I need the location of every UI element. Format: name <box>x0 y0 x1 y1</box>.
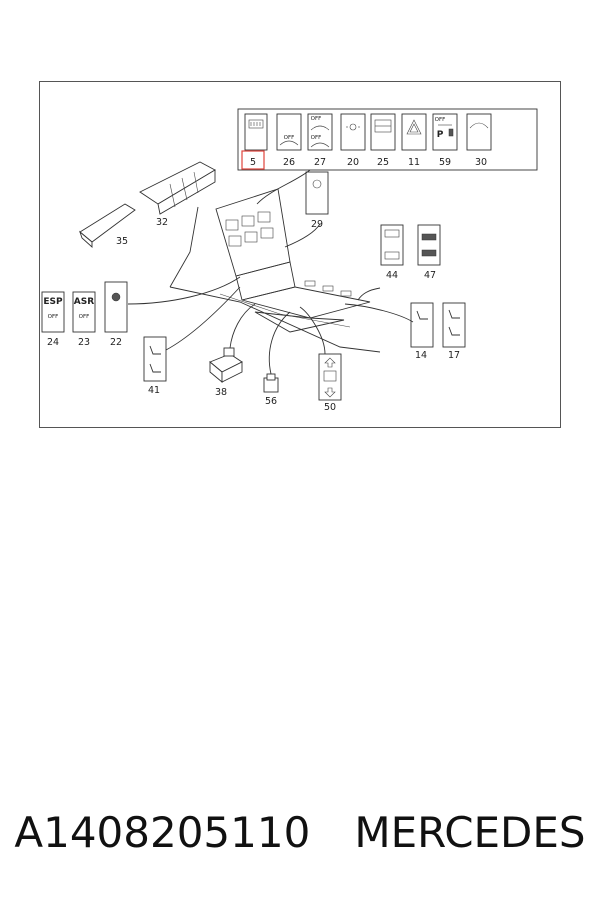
switch-59[interactable]: OFF P 59 <box>432 113 458 168</box>
car-roof-icon <box>469 122 489 129</box>
parts-diagram: 5 OFF 26 OFF OFF 27 20 25 11 <box>41 108 538 413</box>
svg-text:OFF: OFF <box>284 135 295 141</box>
dial-icon <box>312 179 322 189</box>
top-switch-panel <box>237 108 538 171</box>
switch-27[interactable]: OFF OFF 27 <box>307 113 333 168</box>
switch-41[interactable]: 41 <box>143 336 167 396</box>
label-35: 35 <box>116 236 128 247</box>
switch-22[interactable]: 22 <box>104 281 128 348</box>
switch-11[interactable]: 11 <box>401 113 427 168</box>
seat-heat-icon <box>149 345 161 355</box>
label-47: 47 <box>424 270 436 281</box>
seat-icon <box>448 309 460 319</box>
svg-text:P: P <box>437 130 444 140</box>
switch-23-asr[interactable]: ASR OFF 23 <box>72 291 96 348</box>
switch-26[interactable]: OFF 26 <box>276 113 302 168</box>
svg-text:ASR: ASR <box>74 297 94 307</box>
diagram-frame: 5 OFF 26 OFF OFF 27 20 25 11 <box>39 81 561 428</box>
icon <box>384 229 400 238</box>
fan-icon <box>111 292 121 302</box>
part-35[interactable]: 35 <box>79 203 136 249</box>
switch-30[interactable]: 30 <box>466 113 492 168</box>
svg-text:OFF: OFF <box>48 314 59 320</box>
label-56: 56 <box>265 396 277 407</box>
label-59: 59 <box>439 157 451 168</box>
svg-text:ESP: ESP <box>43 297 63 307</box>
seat-icon <box>416 310 428 320</box>
label-44: 44 <box>386 270 398 281</box>
label-32: 32 <box>156 217 168 228</box>
label-20: 20 <box>347 157 359 168</box>
svg-text:OFF: OFF <box>311 116 322 122</box>
svg-text:OFF: OFF <box>311 135 322 141</box>
car-icon <box>310 142 330 148</box>
label-25: 25 <box>377 157 389 168</box>
switch-29[interactable]: 29 <box>305 171 329 230</box>
part-32[interactable]: 32 <box>139 161 216 228</box>
icon <box>421 249 437 257</box>
seat-icon <box>448 326 460 336</box>
label-11: 11 <box>408 157 420 168</box>
switch-24-esp[interactable]: ESP OFF 24 <box>41 291 65 348</box>
leader-lines <box>127 169 414 375</box>
label-27: 27 <box>314 157 326 168</box>
arrow-down-icon <box>324 387 336 398</box>
switch-47[interactable]: 47 <box>417 224 441 281</box>
label-38: 38 <box>215 387 227 398</box>
brand-name: MERCEDES <box>354 807 586 857</box>
label-5: 5 <box>250 157 256 168</box>
label-26: 26 <box>283 157 295 168</box>
svg-text:OFF: OFF <box>79 314 90 320</box>
icon <box>421 233 437 241</box>
label-17: 17 <box>448 350 460 361</box>
switch-44[interactable]: 44 <box>380 224 404 281</box>
svg-text:OFF: OFF <box>435 117 446 123</box>
person-icon <box>448 128 454 137</box>
label-29: 29 <box>311 219 323 230</box>
switch-25[interactable]: 25 <box>370 113 396 168</box>
seat-heat-icon <box>149 363 161 373</box>
switch-14[interactable]: 14 <box>410 302 434 361</box>
switch-17[interactable]: 17 <box>442 302 466 361</box>
switch-50[interactable]: 50 <box>318 353 342 413</box>
hazard-icon <box>406 119 422 135</box>
switch-20[interactable]: 20 <box>340 113 366 168</box>
label-30: 30 <box>475 157 487 168</box>
light-icon <box>349 123 357 131</box>
label-22: 22 <box>110 337 122 348</box>
label-24: 24 <box>47 337 59 348</box>
car-icon <box>279 140 299 146</box>
rear-defrost-icon <box>248 119 264 129</box>
highlight-box <box>241 150 265 170</box>
caption: A1408205110 MERCEDES <box>0 800 600 864</box>
switch-5[interactable]: 5 <box>241 113 268 170</box>
icon <box>384 251 400 260</box>
label-50: 50 <box>324 402 336 413</box>
arrow-up-icon <box>324 357 336 368</box>
label-23: 23 <box>78 337 90 348</box>
label-41: 41 <box>148 385 160 396</box>
center-console <box>169 188 381 353</box>
window-icon <box>323 370 337 382</box>
part-38[interactable]: 38 <box>209 347 243 398</box>
label-14: 14 <box>415 350 427 361</box>
part-number: A1408205110 <box>14 807 311 857</box>
car-icon <box>310 125 330 131</box>
part-56[interactable]: 56 <box>263 373 279 407</box>
